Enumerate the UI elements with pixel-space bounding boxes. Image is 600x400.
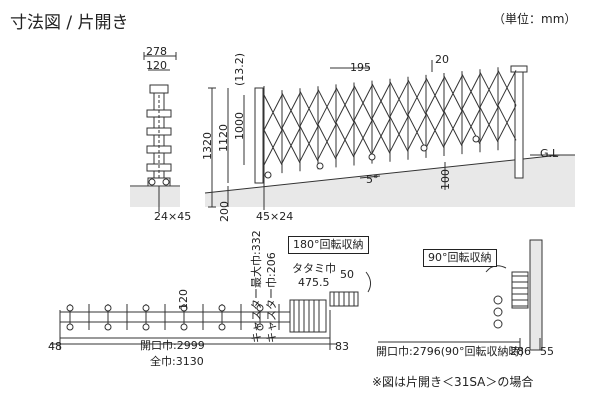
lattice-bar — [425, 77, 445, 114]
front-left-post — [254, 87, 264, 184]
lattice-bar — [371, 83, 391, 119]
lattice-bar — [263, 94, 283, 131]
dim-45x24: 45×24 — [256, 210, 294, 223]
lattice-bar — [263, 129, 283, 166]
plan-caster — [142, 304, 150, 312]
dim-55: 55 — [540, 345, 554, 358]
lattice-bar — [335, 122, 355, 158]
tatami-width-value: 475.5 — [298, 276, 330, 289]
lattice-bar — [299, 90, 319, 127]
dim-20: 20 — [435, 53, 449, 66]
dim-side-120: 120 — [146, 59, 167, 72]
plan-caster — [142, 323, 150, 331]
plan-caster — [180, 323, 188, 331]
plan-90-caster — [493, 307, 503, 317]
page-title: 寸法図 / 片開き — [10, 13, 129, 33]
front-caster — [316, 162, 324, 170]
plan-caster — [218, 323, 226, 331]
rotation-arrow-180 — [365, 271, 372, 293]
dim-side-278: 278 — [146, 45, 167, 58]
plan-caster — [218, 304, 226, 312]
lattice-bar — [479, 71, 499, 108]
lattice-bar — [407, 79, 427, 116]
plan-caster — [256, 304, 264, 312]
lattice-bar — [389, 116, 409, 152]
lattice-bar — [407, 114, 427, 151]
angle-5: 5° — [366, 173, 379, 186]
dim-1000: 1000 — [233, 112, 246, 140]
dim-100: 100 — [439, 169, 452, 190]
lattice-bar — [389, 81, 409, 117]
angle-line — [359, 175, 381, 179]
lattice-bar — [479, 106, 499, 143]
lattice-bar — [353, 85, 373, 121]
lattice-bar — [461, 73, 481, 110]
total-width: 全巾:3130 — [150, 355, 204, 368]
lattice-bar — [425, 112, 445, 149]
lattice-bar — [353, 120, 373, 156]
rotation-180-label: 180°回転収納 — [288, 236, 369, 255]
front-caster — [420, 144, 428, 152]
dim-48: 48 — [48, 340, 62, 353]
lattice-bar — [317, 124, 337, 160]
lattice-bar — [461, 108, 481, 145]
folded-stack — [289, 299, 327, 333]
side-caster — [162, 178, 170, 186]
opening-width: 開口巾:2999 — [140, 339, 205, 352]
lattice-bar — [443, 75, 463, 112]
ground-line-label: G.L — [540, 147, 559, 160]
lattice-bar — [335, 87, 355, 123]
front-caster — [368, 153, 376, 161]
unit-label: （単位：mm） — [493, 12, 577, 26]
plan-caster — [66, 323, 74, 331]
front-ground-fill — [205, 155, 575, 207]
tatami-width-label: タタミ巾 — [292, 262, 336, 275]
lattice-bar — [443, 110, 463, 147]
dim-13-2: (13.2) — [233, 52, 246, 86]
footnote: ※図は片開き＜31SA＞の場合 — [372, 375, 534, 389]
lattice-bar — [317, 89, 337, 125]
opening-width-90: 開口巾:2796(90°回転収納時) — [376, 345, 524, 358]
caster-width: キャスター巾:206 — [265, 252, 278, 343]
plan-caster — [256, 323, 264, 331]
dim-1120: 1120 — [217, 124, 230, 152]
rotation-90-label: 90°回転収納 — [423, 249, 497, 268]
lattice-bar — [299, 125, 319, 162]
lattice-bar — [281, 92, 301, 129]
plan-caster — [66, 304, 74, 312]
lattice-bar — [371, 118, 391, 154]
lattice-bar — [281, 127, 301, 164]
dim-83: 83 — [335, 340, 349, 353]
lattice-bar — [497, 70, 517, 106]
lattice-bar — [497, 105, 517, 141]
dim-1320: 1320 — [201, 132, 214, 160]
plan-90-caster — [493, 319, 503, 329]
side-caster — [148, 178, 156, 186]
front-caster — [472, 135, 480, 143]
plan-caster — [180, 304, 188, 312]
caster-max-width: キャスター最大巾:332 — [250, 230, 263, 343]
front-right-post — [514, 65, 524, 179]
dim-side-base: 24×45 — [154, 210, 192, 223]
side-ground-fill — [130, 187, 180, 207]
dim-plan-120: 120 — [177, 289, 190, 310]
plan-90-caster — [493, 295, 503, 305]
dim-286: 286 — [510, 345, 531, 358]
dim-50: 50 — [340, 268, 354, 281]
dim-200: 200 — [218, 201, 231, 222]
front-caster — [264, 171, 272, 179]
wall — [529, 239, 543, 351]
plan-caster — [104, 304, 112, 312]
folded-90-stack — [511, 271, 529, 309]
side-cap — [149, 84, 169, 94]
front-right-cap — [510, 65, 528, 73]
dim-195: 195 — [350, 61, 371, 74]
plan-caster — [104, 323, 112, 331]
